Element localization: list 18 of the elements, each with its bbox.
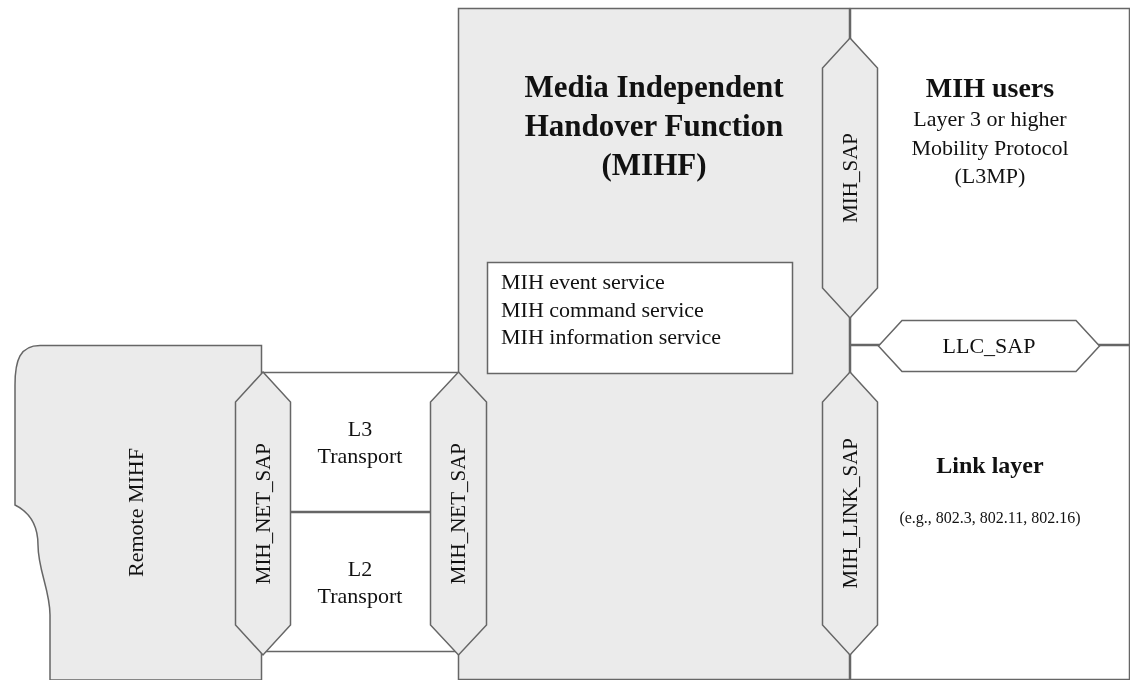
transport-label: L2 Transport [316, 554, 404, 610]
link-layer-examples: (e.g., 802.3, 802.11, 802.16) [899, 508, 1081, 528]
sap-label: MIH_NET_SAP [249, 442, 276, 585]
sap-label: MIH_NET_SAP [445, 442, 472, 585]
sap-label: MIH_SAP [836, 133, 863, 223]
sap-label: MIH_LINK_SAP [836, 438, 863, 589]
link-layer-title: Link layer [936, 451, 1044, 480]
users-title: MIH users [925, 71, 1055, 105]
layer-box [487, 262, 793, 374]
function-title: Media Independent Handover Function (MIHF) [523, 68, 785, 184]
service-item: MIH information service [501, 323, 721, 351]
service-item: MIH command service [501, 295, 704, 323]
service-item: MIH event service [501, 268, 665, 296]
users-description: Layer 3 or higher Mobility Protocol (L3MP) [910, 105, 1070, 191]
remote-mihf-label: Remote MIHF [122, 448, 150, 577]
sap-label: LLC_SAP [942, 332, 1036, 360]
transport-label: L3 Transport [316, 414, 404, 470]
sap-hexagon [430, 372, 487, 655]
